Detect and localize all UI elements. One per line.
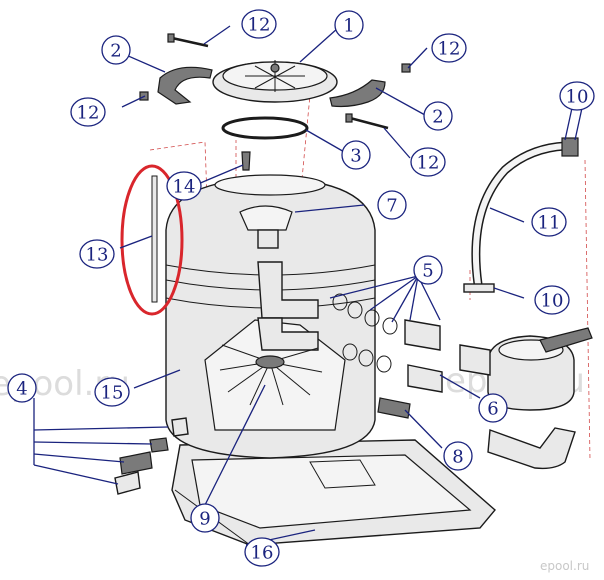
callout-bubble <box>166 171 202 201</box>
callout-5: 5 <box>413 255 443 285</box>
callout-bubble <box>410 147 446 177</box>
callout-label: 10 <box>566 87 589 108</box>
callout-label: 9 <box>199 509 210 530</box>
callout-bubble <box>244 537 280 567</box>
drain-plug <box>377 397 411 419</box>
callout-label: 2 <box>432 107 443 128</box>
clamp-half-right <box>329 79 386 108</box>
drain-set <box>114 417 189 495</box>
callout-label: 2 <box>110 41 121 62</box>
callout-bubble <box>431 33 467 63</box>
callout-bubble <box>559 81 595 111</box>
callout-label: 16 <box>251 543 274 564</box>
callout-label: 8 <box>452 447 463 468</box>
filter-tank <box>165 174 376 459</box>
callout-bubble <box>531 207 567 237</box>
callout-label: 14 <box>173 177 196 198</box>
callout-12: 12 <box>70 97 106 127</box>
callout-label: 10 <box>541 291 564 312</box>
brand-logo: epool.ru <box>540 559 589 573</box>
callout-label: 12 <box>438 39 461 60</box>
highlight-ring <box>120 164 184 316</box>
callout-4: 4 <box>7 373 37 403</box>
callout-label: 12 <box>77 103 100 124</box>
callout-2: 2 <box>101 35 131 65</box>
callout-6: 6 <box>478 393 508 423</box>
callout-1: 1 <box>334 10 364 40</box>
callout-label: 3 <box>350 146 361 167</box>
callout-label: 12 <box>417 153 440 174</box>
callout-bubble <box>101 35 131 65</box>
air-vent <box>241 151 251 171</box>
callout-11: 11 <box>531 207 567 237</box>
callout-bubble <box>377 190 407 220</box>
clamp-half-left <box>157 66 213 105</box>
laterals <box>219 344 323 406</box>
filter-lid <box>212 60 338 103</box>
callout-bubble <box>413 255 443 285</box>
callout-12: 12 <box>241 9 277 39</box>
callout-bubble <box>341 140 371 170</box>
callout-label: 12 <box>248 15 271 36</box>
callout-7: 7 <box>377 190 407 220</box>
multiport-valve <box>459 327 593 411</box>
callout-label: 6 <box>487 399 498 420</box>
callout-bubble <box>7 373 37 403</box>
callout-bubble <box>478 393 508 423</box>
callout-bubble <box>190 503 220 533</box>
callout-label: 13 <box>86 245 109 266</box>
callout-14: 14 <box>166 171 202 201</box>
callout-label: 5 <box>422 261 433 282</box>
callout-bubble <box>94 377 130 407</box>
callout-bubble <box>534 285 570 315</box>
callout-16: 16 <box>244 537 280 567</box>
bolts <box>139 33 411 130</box>
callout-bubble <box>423 101 453 131</box>
callout-13: 13 <box>79 239 115 269</box>
callout-bubble <box>70 97 106 127</box>
bypass-hose <box>463 137 579 293</box>
callout-label: 1 <box>343 16 354 37</box>
outlet-elbow <box>487 427 576 470</box>
callout-12: 12 <box>410 147 446 177</box>
lid-o-ring <box>221 116 309 140</box>
callout-label: 4 <box>16 379 27 400</box>
callout-8: 8 <box>443 441 473 471</box>
callout-12: 12 <box>431 33 467 63</box>
callout-10: 10 <box>559 81 595 111</box>
callout-label: 11 <box>538 213 561 234</box>
filter-base <box>171 439 496 546</box>
callout-2: 2 <box>423 101 453 131</box>
callout-3: 3 <box>341 140 371 170</box>
callout-10: 10 <box>534 285 570 315</box>
callout-bubble <box>443 441 473 471</box>
callout-label: 7 <box>386 196 397 217</box>
callout-9: 9 <box>190 503 220 533</box>
unions <box>332 293 443 393</box>
callout-label: 15 <box>101 383 124 404</box>
callout-15: 15 <box>94 377 130 407</box>
sight-tube <box>151 175 158 303</box>
callout-bubble <box>334 10 364 40</box>
callout-bubble <box>241 9 277 39</box>
callout-bubble <box>79 239 115 269</box>
